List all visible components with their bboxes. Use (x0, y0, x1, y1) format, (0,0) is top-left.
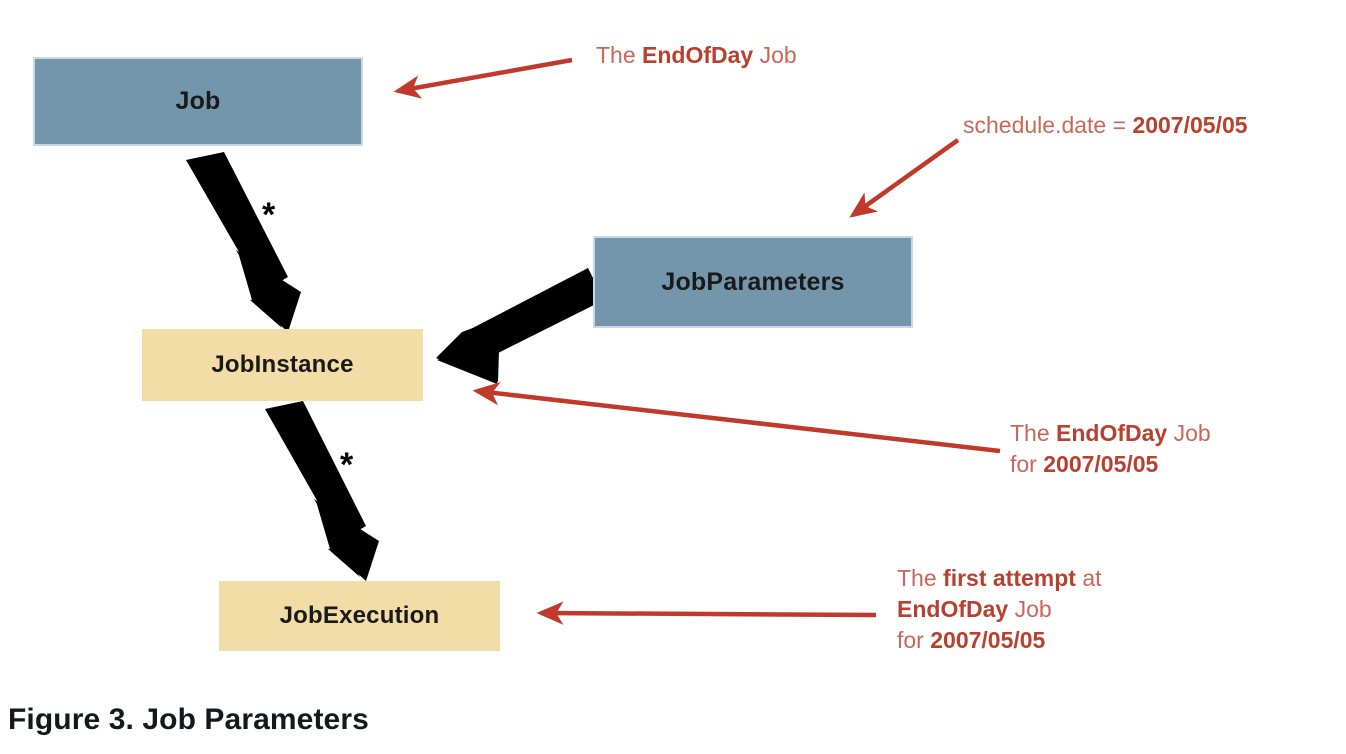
arrow-jobinstance-to-jobexecution (265, 401, 379, 581)
red-arrow-to-jobparameters (849, 138, 960, 218)
figure-caption: Figure 3. Job Parameters (8, 703, 369, 736)
annotation-line: EndOfDay Job (897, 596, 1052, 622)
entity-label-jobparameters: JobParameters (661, 267, 845, 296)
arrow-job-to-jobinstance (186, 152, 301, 332)
entity-box-jobinstance: JobInstance (142, 329, 423, 401)
entity-label-job: Job (175, 87, 221, 115)
entity-box-jobexecution: JobExecution (219, 581, 500, 651)
annotation-line: The first attempt at (897, 565, 1102, 591)
annotation-line: for 2007/05/05 (1010, 451, 1159, 477)
entity-label-jobinstance: JobInstance (211, 351, 354, 378)
annotation-jobparameters: schedule.date = 2007/05/05 (963, 110, 1248, 141)
annotation-jobexecution: The first attempt at EndOfDay Job for 2007… (897, 563, 1102, 656)
annotation-line: The EndOfDay Job (1010, 420, 1211, 446)
annotation-line: schedule.date = 2007/05/05 (963, 112, 1248, 138)
red-arrow-to-jobinstance (472, 381, 1001, 454)
arrow-jobparameters-to-jobinstance (436, 268, 604, 384)
annotation-job: The EndOfDay Job (596, 40, 797, 71)
multiplicity-job-jobinstance: * (262, 196, 276, 234)
red-arrow-to-job (393, 57, 573, 99)
annotation-jobinstance: The EndOfDay Job for 2007/05/05 (1010, 418, 1211, 480)
entity-box-jobparameters: JobParameters (593, 236, 913, 328)
annotation-line: for 2007/05/05 (897, 627, 1046, 653)
entity-box-job: Job (33, 57, 363, 146)
entity-label-jobexecution: JobExecution (279, 602, 440, 629)
red-arrow-to-jobexecution (536, 601, 877, 625)
annotation-line: The EndOfDay Job (596, 42, 797, 68)
multiplicity-jobinstance-jobexecution: * (340, 446, 354, 484)
